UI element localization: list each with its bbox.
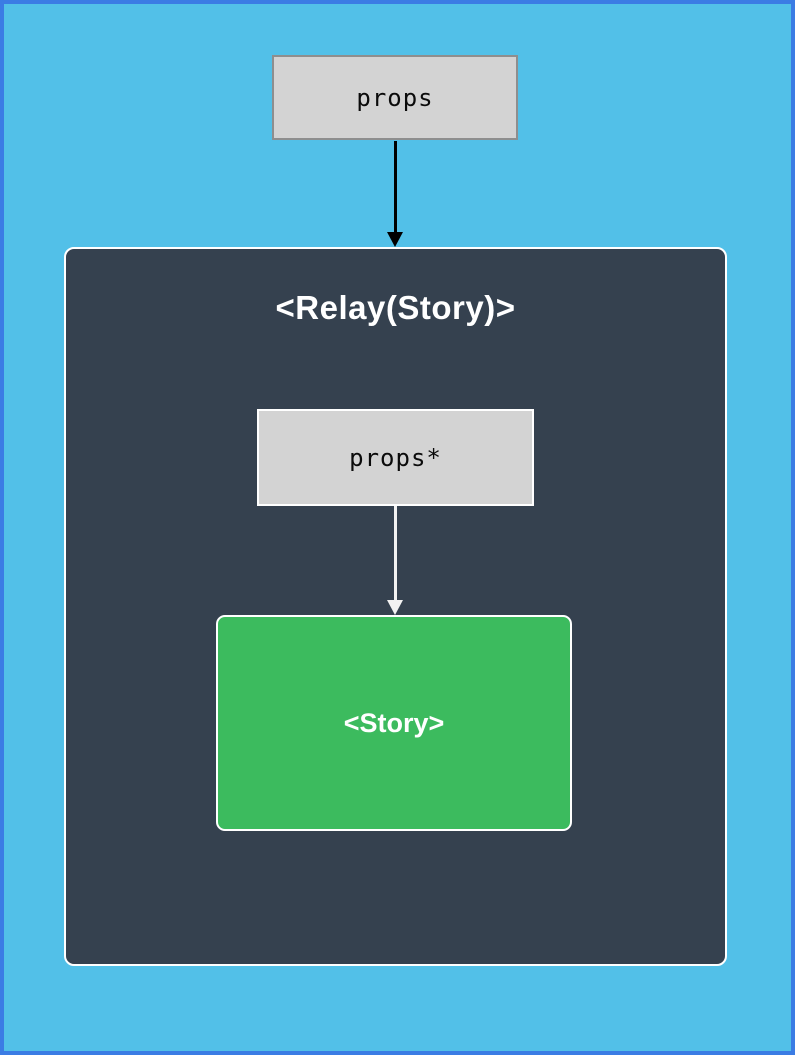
- arrow-shaft: [393, 506, 397, 600]
- arrow-down-icon: [387, 600, 403, 615]
- arrow-down-icon: [387, 232, 403, 247]
- inner-props-box: props*: [257, 409, 534, 506]
- story-box: <Story>: [216, 615, 572, 831]
- props-to-relay-arrow: [387, 141, 403, 247]
- props-to-story-arrow: [387, 506, 403, 615]
- props-box: props: [272, 55, 518, 140]
- props-box-label: props: [356, 83, 434, 112]
- story-box-label: <Story>: [343, 707, 445, 738]
- arrow-shaft: [393, 141, 397, 232]
- inner-props-box-label: props*: [349, 443, 442, 472]
- relay-container-title: <Relay(Story)>: [275, 289, 516, 326]
